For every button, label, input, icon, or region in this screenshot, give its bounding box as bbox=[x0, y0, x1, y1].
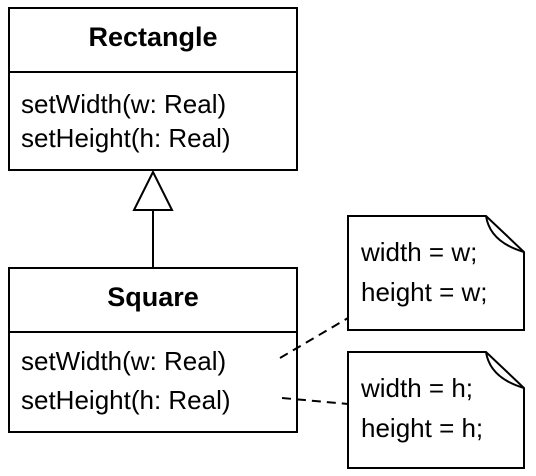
note-1-line-width: width = w; bbox=[361, 237, 478, 267]
generalization-arrow bbox=[132, 169, 174, 268]
note-2 bbox=[347, 351, 525, 469]
note-2-line-width: width = h; bbox=[361, 373, 474, 403]
note-1-dogear bbox=[485, 215, 525, 253]
class-square bbox=[8, 267, 298, 433]
class-rectangle bbox=[8, 7, 298, 171]
note-2-dogear bbox=[485, 351, 525, 389]
class-rectangle-box bbox=[8, 7, 298, 171]
class-rectangle-operation-set-width: setWidth(w: Real) bbox=[21, 89, 227, 119]
note-1-box bbox=[347, 215, 525, 331]
class-square-box bbox=[8, 267, 298, 433]
class-square-name: Square bbox=[107, 282, 199, 312]
class-square-operation-set-height: setHeight(h: Real) bbox=[21, 385, 231, 415]
note-1-line-height: height = w; bbox=[361, 277, 488, 307]
note-2-box bbox=[347, 351, 525, 469]
class-rectangle-name: Rectangle bbox=[88, 22, 218, 52]
note-1-connector bbox=[279, 317, 349, 359]
note-2-connector bbox=[281, 397, 349, 405]
class-rectangle-operation-set-height: setHeight(h: Real) bbox=[21, 123, 231, 153]
class-square-operation-set-width: setWidth(w: Real) bbox=[21, 346, 227, 376]
generalization-triangle-head bbox=[132, 169, 174, 211]
note-2-line-height: height = h; bbox=[361, 413, 484, 443]
note-1 bbox=[347, 215, 525, 331]
